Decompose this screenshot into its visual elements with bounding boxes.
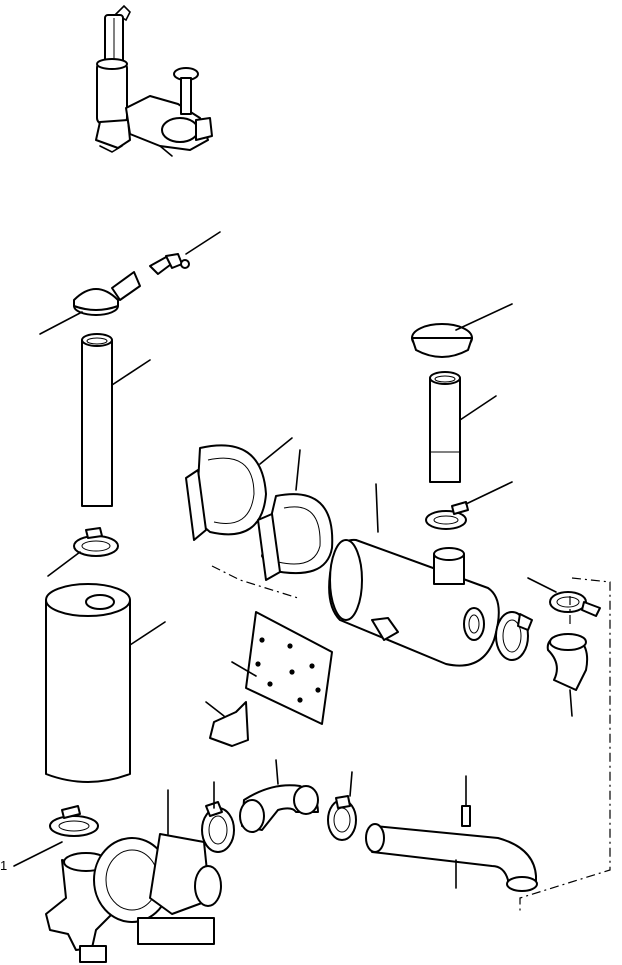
intake-tube-right bbox=[429, 371, 497, 483]
mounting-band-lower bbox=[257, 449, 334, 581]
intake-pipe-left bbox=[81, 333, 151, 507]
elbow-hose-bottom bbox=[239, 759, 319, 833]
sender-switch bbox=[149, 231, 221, 275]
intake-elbow-pipe bbox=[365, 775, 538, 892]
mounting-band-upper bbox=[185, 437, 293, 541]
callout-label: 1 bbox=[0, 858, 7, 873]
mounting-plate bbox=[231, 611, 333, 725]
hose-clamp-right-mid bbox=[495, 611, 533, 661]
cap-with-bracket bbox=[39, 271, 141, 335]
elbow-hose-right bbox=[546, 633, 589, 717]
hose-clamp-right-upper bbox=[425, 481, 513, 530]
rain-cap bbox=[411, 303, 513, 358]
hose-clamp-left-lower bbox=[49, 805, 99, 837]
turbocharger bbox=[45, 789, 222, 963]
service-indicator-assembly bbox=[95, 4, 213, 157]
air-cleaner-body bbox=[328, 483, 500, 667]
muffler-canister bbox=[45, 583, 166, 783]
alignment-line-right bbox=[519, 577, 611, 912]
hose-clamp-bottom-mid bbox=[327, 771, 357, 841]
hose-clamp-far-right bbox=[527, 577, 601, 617]
callout-1: 1 bbox=[0, 841, 63, 873]
hose-clamp-left-upper bbox=[47, 527, 119, 577]
alignment-line-band bbox=[211, 565, 299, 599]
l-bracket bbox=[205, 701, 249, 747]
hose-clamp-bottom-left bbox=[201, 781, 235, 853]
